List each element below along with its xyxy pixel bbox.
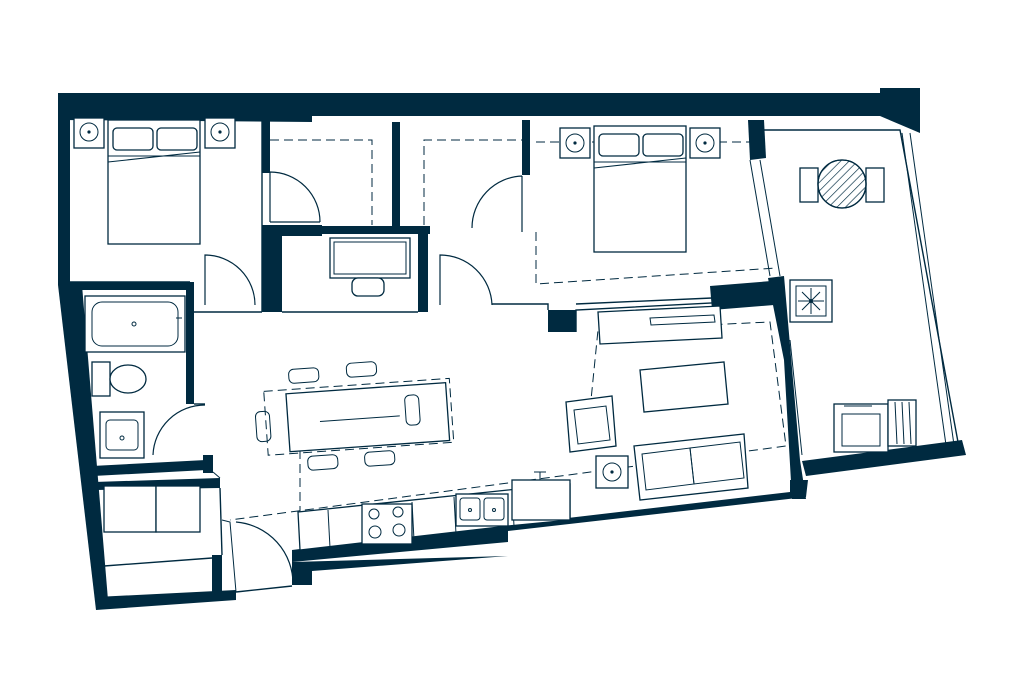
walls: [58, 88, 966, 610]
nightstand-icon: [73, 117, 105, 149]
coffee-table: [639, 361, 729, 413]
armchair-icon: [565, 395, 617, 453]
wall-closet-3: [522, 120, 530, 175]
wall-left-upper: [58, 93, 70, 285]
living-room: [565, 305, 749, 501]
tv-console: [597, 305, 723, 345]
bedroom2-dash-low: [535, 232, 777, 285]
laundry-inner: [219, 487, 223, 556]
wall-closet-1: [262, 115, 270, 173]
bed-icon: [593, 125, 687, 253]
wall-living-top: [548, 310, 576, 332]
door-swing-icon: [269, 171, 321, 223]
toilet-icon: [91, 361, 147, 397]
entry-bottom: [235, 585, 293, 593]
bedroom2-window-a: [749, 159, 771, 277]
wall-top: [58, 88, 920, 133]
door-swing-icon: [439, 254, 493, 306]
wall-bottom-left: [96, 590, 236, 610]
bathtub-icon: [84, 295, 186, 353]
bathroom: [84, 295, 186, 459]
wall-hall-top: [270, 226, 430, 234]
nightstand-icon: [689, 127, 721, 159]
bedroom-2: [559, 125, 721, 253]
nightstand-icon: [204, 117, 236, 149]
dining-table-icon: [254, 361, 455, 471]
washer-dryer-icon: [103, 485, 213, 567]
closet1-dash: [270, 139, 373, 225]
wall-bath-top: [70, 282, 188, 290]
living-top-line: [575, 299, 771, 332]
fridge: [511, 479, 571, 521]
desk-icon: [329, 237, 411, 297]
bedroom-1: [73, 117, 236, 245]
balcony-rail-a: [901, 132, 947, 446]
living-window-a: [783, 339, 797, 456]
wall-bedroom-balcony: [748, 120, 766, 160]
kitchen: [297, 471, 571, 551]
doors: [152, 171, 523, 586]
bedroom2-bottom: [492, 303, 549, 310]
stove-icon: [361, 503, 413, 545]
sink-icon: [455, 493, 509, 527]
sink-icon: [99, 411, 145, 459]
wall-core-right: [418, 226, 428, 312]
entry-frame-b: [212, 471, 221, 479]
wall-bath-right: [186, 282, 194, 404]
wall-lines: [70, 115, 959, 593]
wall-balcony-bottom: [802, 440, 966, 476]
balcony: [789, 159, 917, 453]
door-swing-icon: [235, 521, 294, 586]
lounge-chair: [833, 399, 917, 453]
plant-icon: [789, 279, 833, 323]
living-window-b: [789, 339, 803, 456]
wall-left-lower: [58, 285, 108, 610]
door-swing-icon: [152, 404, 206, 456]
bed-icon: [107, 119, 201, 245]
door-swing-icon: [471, 175, 523, 232]
side-table: [595, 455, 629, 489]
nightstand-icon: [559, 127, 591, 159]
sofa-icon: [633, 433, 749, 501]
wall-bottom-main: [292, 480, 808, 585]
bedroom2-bottom-2: [575, 297, 713, 305]
wall-closet-2: [392, 122, 400, 227]
wall-laundry-right: [212, 555, 222, 600]
wall-bath-bottom: [92, 460, 206, 476]
entry-frame-a: [221, 519, 237, 593]
balcony-rail-b: [909, 132, 955, 446]
patio-table-icon: [799, 159, 885, 209]
door-swing-icon: [204, 254, 256, 306]
bedroom2-window-b: [759, 159, 781, 277]
wall-bath-right-lower: [203, 455, 213, 473]
wall-core: [262, 225, 322, 312]
closet2-dash: [423, 139, 524, 225]
wall-right-living: [768, 276, 806, 499]
